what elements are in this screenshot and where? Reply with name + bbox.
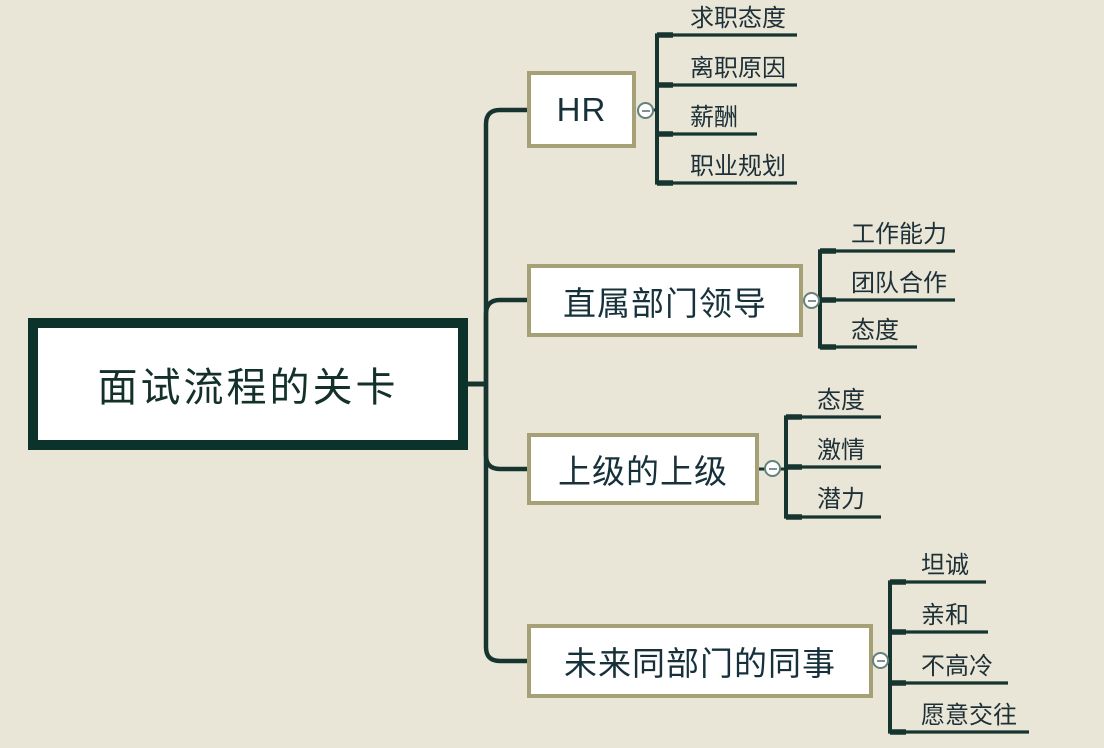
branch-topic-direct-leader-label: 直属部门领导 (563, 284, 767, 322)
subtree-lines-future-colleagues (886, 579, 1029, 735)
subtopic-not-aloof[interactable]: 不高冷 (921, 653, 993, 680)
root-topic[interactable]: 面试流程的关卡 (28, 318, 468, 450)
subtopic-job-attitude[interactable]: 求职态度 (690, 5, 786, 32)
branch-topic-direct-leader[interactable]: 直属部门领导 (527, 264, 803, 337)
minus-icon (807, 299, 816, 302)
subtopic-willing-to-socialize[interactable]: 愿意交往 (921, 702, 1017, 729)
branch-topic-future-colleagues-label: 未来同部门的同事 (564, 645, 836, 682)
minus-icon (641, 109, 650, 112)
root-topic-label: 面试流程的关卡 (97, 366, 399, 410)
subtree-lines-direct-leader (816, 248, 955, 350)
subtopic-teamwork[interactable]: 团队合作 (851, 270, 947, 297)
collapse-toggle-boss-of-boss[interactable] (764, 460, 781, 477)
branch-topic-boss-of-boss-label: 上级的上级 (558, 453, 728, 490)
subtopic-affinity[interactable]: 亲和 (921, 602, 969, 629)
subtopic-passion[interactable]: 激情 (817, 437, 865, 464)
branch-topic-boss-of-boss[interactable]: 上级的上级 (527, 433, 759, 505)
connector-root-to-future-colleagues (483, 384, 527, 664)
branch-topic-future-colleagues[interactable]: 未来同部门的同事 (527, 624, 873, 698)
collapse-toggle-hr[interactable] (637, 102, 654, 119)
minus-icon (876, 659, 885, 662)
minus-icon (768, 467, 777, 470)
subtopic-honesty[interactable]: 坦诚 (921, 552, 969, 579)
subtopic-resign-reason[interactable]: 离职原因 (690, 55, 786, 82)
subtopic-work-ability[interactable]: 工作能力 (851, 221, 947, 248)
subtopic-attitude-2[interactable]: 态度 (817, 387, 865, 414)
branch-topic-hr-label: HR (556, 90, 607, 128)
collapse-toggle-direct-leader[interactable] (803, 292, 820, 309)
subtopic-salary[interactable]: 薪酬 (690, 104, 738, 131)
branch-topic-hr[interactable]: HR (527, 71, 636, 148)
future-colleagues-children-underlines (888, 580, 1029, 734)
boss-of-boss-children-line-nubs (786, 414, 802, 520)
future-colleagues-children-line-nubs (890, 579, 906, 735)
connector-root-to-direct-leader (483, 297, 527, 384)
collapse-toggle-future-colleagues[interactable] (872, 652, 889, 669)
direct-leader-children-line-nubs (820, 248, 836, 350)
subtopic-attitude[interactable]: 态度 (851, 317, 899, 344)
subtopic-potential[interactable]: 潜力 (817, 486, 865, 513)
connector-root-to-boss-of-boss (483, 384, 527, 472)
subtopic-career-plan[interactable]: 职业规划 (690, 153, 786, 180)
root-connectors (466, 107, 527, 664)
hr-children-underlines (655, 33, 797, 185)
hr-children-line-nubs (657, 32, 673, 186)
connector-root-to-hr (483, 107, 527, 384)
